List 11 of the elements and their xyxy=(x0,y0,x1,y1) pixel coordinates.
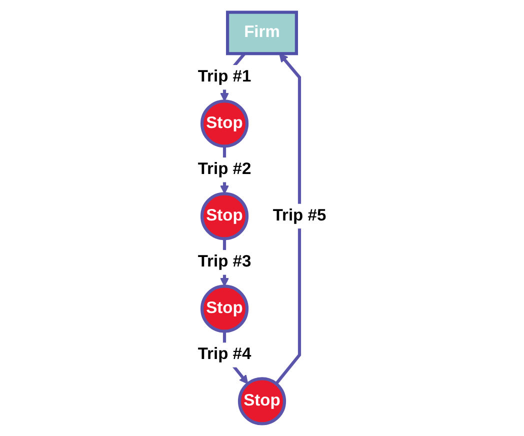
node-circle: Stop xyxy=(200,100,249,148)
arrow xyxy=(274,53,302,385)
edge-label: Trip #5 xyxy=(272,206,326,224)
edge-label: Trip #3 xyxy=(198,253,252,271)
edge-label: Trip #1 xyxy=(198,68,252,86)
node-circle: Stop xyxy=(200,192,249,240)
node-circle: Stop xyxy=(200,284,249,333)
edge-label: Trip #2 xyxy=(198,160,252,178)
edge-label: Trip #4 xyxy=(198,346,252,364)
node-box: Firm xyxy=(226,10,298,56)
node-circle: Stop xyxy=(238,377,286,426)
